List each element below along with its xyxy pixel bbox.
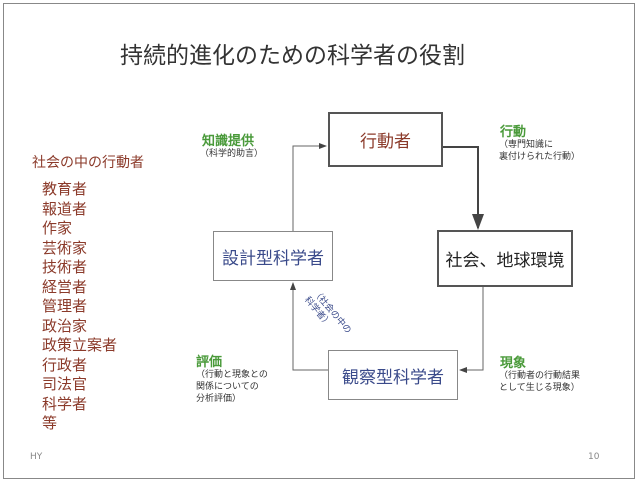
list-item: 科学者 <box>42 394 88 413</box>
box-design-scientist: 設計型科学者 <box>213 231 333 281</box>
label-evaluation-sub3: 分析評価） <box>196 394 242 404</box>
list-item: 作家 <box>42 219 73 237</box>
footer-author: HY <box>30 452 43 462</box>
list-item: 管理者 <box>42 297 88 315</box>
label-action-sub1: （専門知識に <box>499 140 554 150</box>
list-item: 技術者 <box>42 258 88 276</box>
label-knowledge: 知識提供 <box>202 134 255 149</box>
label-action: 行動 <box>500 125 527 140</box>
label-evaluation-sub1: （行動と現象との <box>196 370 268 380</box>
box-observe-scientist: 観察型科学者 <box>328 350 458 400</box>
label-phenomenon-sub1: （行動者の行動結果 <box>499 371 581 381</box>
arrow-actor-to-society <box>443 146 484 230</box>
box-actor: 行動者 <box>328 112 443 167</box>
page-number: 10 <box>588 452 600 462</box>
list-item: 政策立案者 <box>42 336 118 354</box>
arrow-observe-to-design <box>290 282 328 371</box>
list-item: 行政者 <box>42 355 88 374</box>
arrow-design-to-actor <box>292 143 327 231</box>
list-item: 司法官 <box>42 375 88 393</box>
label-evaluation: 評価 <box>196 355 223 370</box>
list-item: 政治家 <box>42 316 88 335</box>
actors-heading: 社会の中の行動者 <box>32 155 144 171</box>
actors-list: 教育者 報道者 作家 芸術家 技術者 経営者 管理者 政治家 政策立案者 行政者… <box>42 180 117 434</box>
list-item: 経営者 <box>42 277 88 296</box>
label-phenomenon-sub2: として生じる現象） <box>499 383 580 393</box>
slide-frame <box>3 3 635 479</box>
list-item: 教育者 <box>42 180 88 198</box>
arrow-society-to-observe <box>459 287 484 373</box>
label-phenomenon: 現象 <box>500 356 527 371</box>
label-evaluation-sub2: 関係についての <box>196 382 259 392</box>
list-item: 芸術家 <box>42 238 88 257</box>
label-knowledge-sub: （科学的助言） <box>200 149 264 159</box>
list-item: 報道者 <box>42 199 88 218</box>
list-item: 等 <box>42 414 58 432</box>
slide-title: 持続的進化のための科学者の役割 <box>120 43 465 69</box>
label-action-sub2: 裏付けられた行動） <box>499 152 581 162</box>
box-society: 社会、地球環境 <box>437 230 573 287</box>
